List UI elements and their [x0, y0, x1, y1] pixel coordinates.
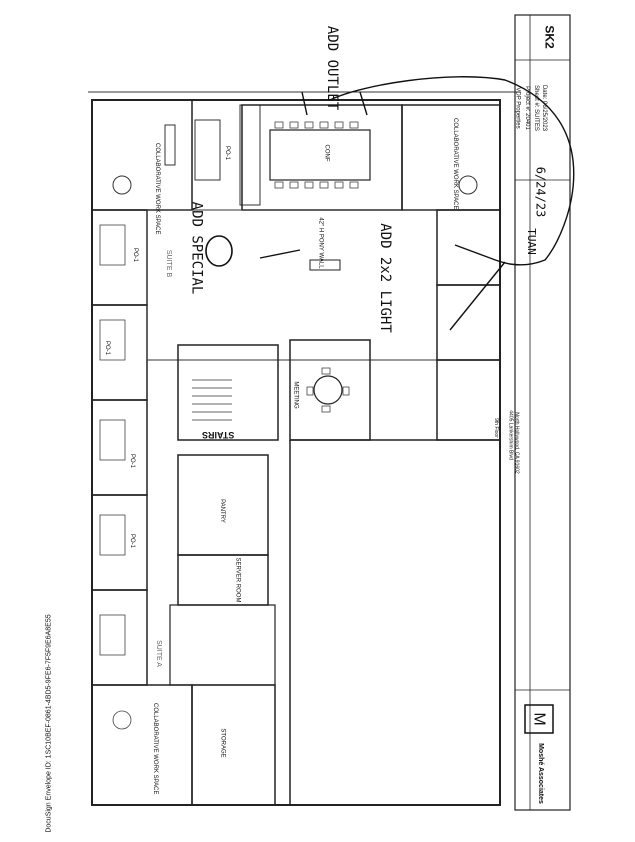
handwritten-add-special: ADD SPECIAL	[188, 201, 205, 295]
room-label-po1: PO-1	[224, 145, 231, 161]
title-address: 9th Floor	[492, 418, 499, 438]
conference-room	[241, 104, 403, 211]
title-block-frame	[514, 14, 571, 811]
room-label-suite-a: SUITE A	[154, 640, 162, 667]
room-label-po1: PO-1	[132, 247, 139, 263]
room-label-pantry: PANTRY	[218, 499, 225, 523]
title-sheet-name: Sheet #: SUITES	[532, 85, 539, 131]
room-label-server-room: SERVER ROOM	[234, 557, 241, 603]
title-address: North Hollywood, CA 91602	[513, 412, 520, 474]
room-label-po1: PO-1	[129, 533, 136, 549]
title-project-no: Project #: 20401	[523, 86, 530, 130]
room-label-po1: PO-1	[104, 340, 111, 356]
firm-logo-box	[524, 704, 554, 734]
room-label-meeting: MEETING	[292, 381, 299, 409]
room-label-collab-right: COLLABORATIVE WORK SPACE	[452, 118, 458, 210]
conference-table	[269, 129, 371, 181]
stair-core	[177, 344, 279, 441]
meeting-table	[313, 375, 343, 405]
firm-name: Moshé Associates	[536, 743, 544, 804]
server-room	[177, 554, 269, 606]
handwritten-initials: TUAN	[524, 228, 538, 255]
title-project: VDP Properties	[514, 87, 521, 129]
room-label-conf: CONF	[323, 144, 330, 162]
firm-logo: M	[530, 712, 548, 726]
title-date: Date: 06/25/2023	[541, 84, 548, 132]
handwritten-circle	[205, 235, 233, 267]
handwritten-signature: 6/24/23	[533, 166, 548, 218]
docusign-id: DocuSign Envelope ID: 1SC10BEF-0861-4BD5…	[45, 614, 53, 833]
room-label-stairs: STAIRS	[202, 430, 235, 440]
office-column	[91, 99, 193, 806]
meeting-room	[289, 339, 371, 441]
room-label-collab-bottom: COLLABORATIVE WORK SPACE	[152, 703, 158, 795]
room-label-po1: PO-1	[129, 453, 136, 469]
room-label-collab-top: COLLABORATIVE WORK SPACE	[154, 143, 160, 235]
sheet-id: SK2	[542, 25, 557, 49]
handwritten-arrow	[329, 76, 575, 266]
storage-room	[191, 684, 276, 806]
room-label-storage: STORAGE	[219, 728, 226, 758]
handwritten-add-light: ADD 2x2 LIGHT	[376, 223, 393, 333]
handwritten-add-outlet: ADD OUTLET	[324, 25, 341, 111]
room-label-suite-b: SUITE B	[165, 249, 173, 278]
note-pony-wall: 42" H PONY WALL	[317, 217, 324, 269]
